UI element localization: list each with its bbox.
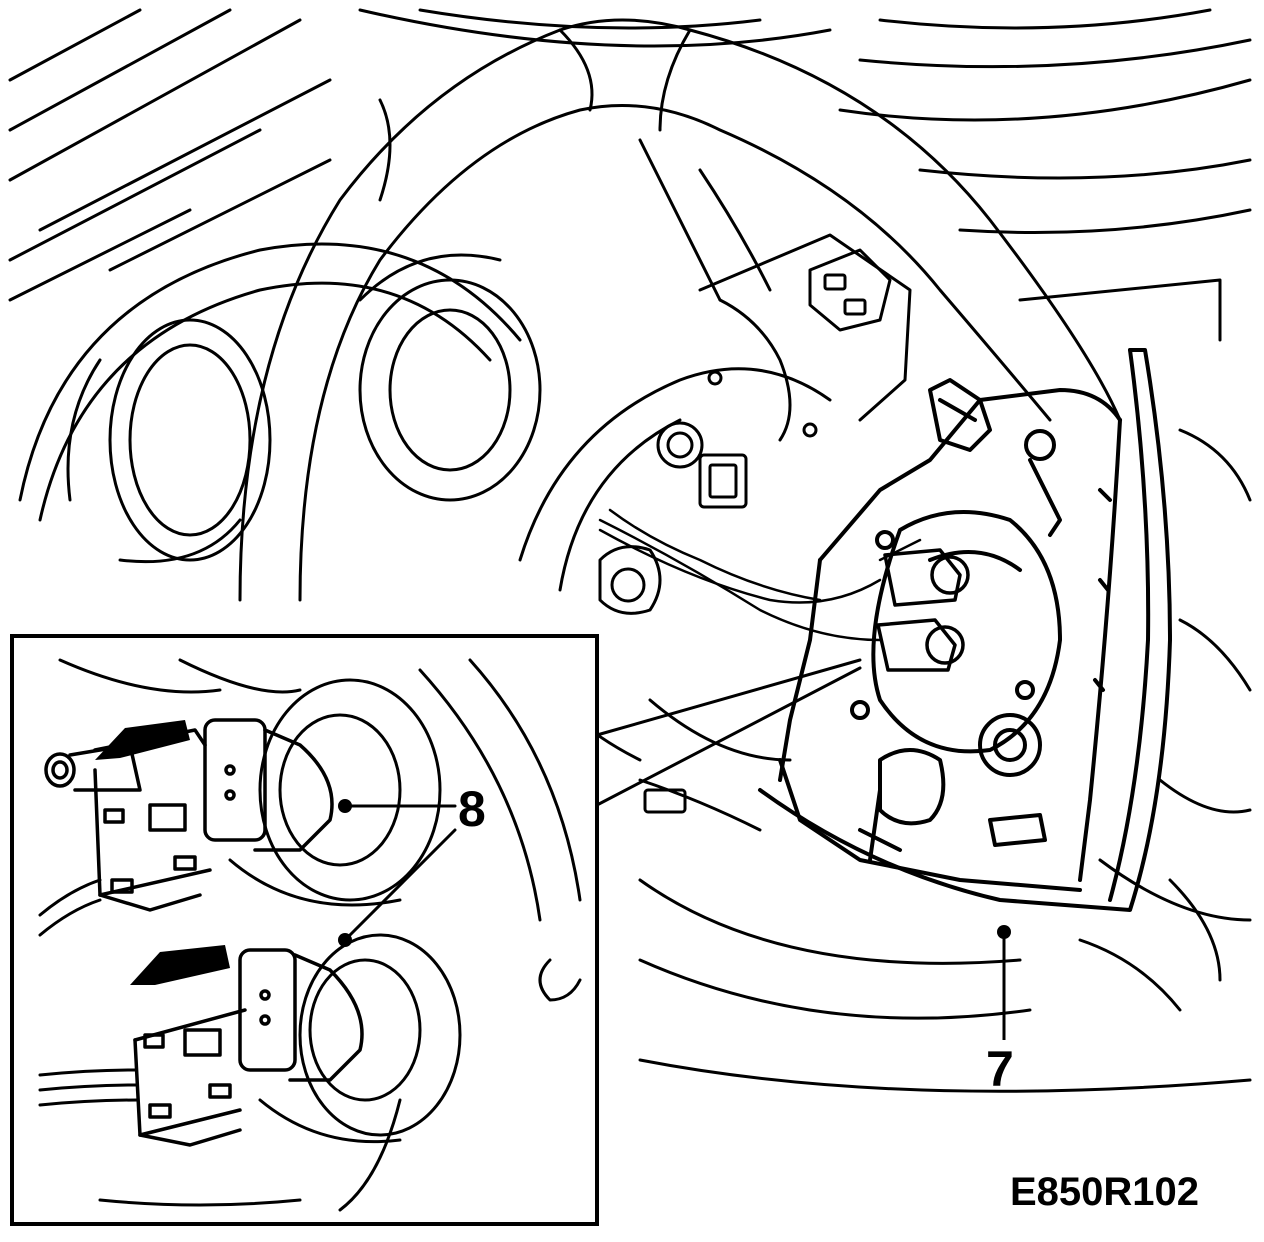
callout-7-dot xyxy=(997,925,1011,939)
callout-label-8: 8 xyxy=(458,781,486,837)
inset-arrow-upper xyxy=(95,720,190,760)
dashboard-background xyxy=(8,8,1252,1093)
inset-connector-upper xyxy=(44,718,334,912)
callout-8-dot-upper xyxy=(338,799,352,813)
inset-leader xyxy=(595,658,862,807)
figure-id: E850R102 xyxy=(1010,1170,1199,1214)
steering-wheel xyxy=(238,18,1182,1020)
inset-connector-lower xyxy=(133,948,364,1147)
inset-wires xyxy=(38,878,140,1107)
callout-8-leaders xyxy=(343,804,457,942)
detail-inset xyxy=(10,634,599,1226)
callout-7 xyxy=(997,925,1011,1040)
inset-arrow-lower xyxy=(130,945,230,985)
wiring-harness xyxy=(598,508,922,642)
instrument-cluster xyxy=(18,242,542,564)
airbag-connectors-small xyxy=(876,548,970,672)
airbag-module xyxy=(758,348,1172,912)
callout-8-dot-lower xyxy=(338,933,352,947)
callout-label-7: 7 xyxy=(986,1041,1014,1097)
